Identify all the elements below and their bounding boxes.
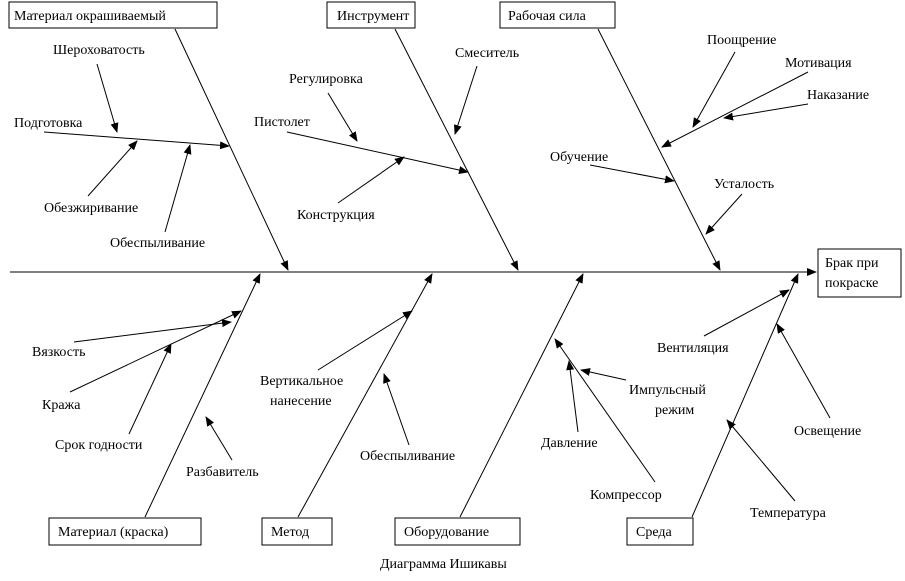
cause-encouragement: Поощрение <box>707 33 776 48</box>
category-box-method <box>261 517 333 546</box>
cause-viscosity: Вязкость <box>32 345 85 360</box>
cause-vertical-line1: Вертикальное <box>260 374 343 389</box>
arrow-temperature <box>726 419 796 502</box>
arrow-mixer <box>453 65 478 135</box>
arrow-ventilation <box>703 289 790 337</box>
cause-thinner: Разбавитель <box>186 465 259 480</box>
bone-tool <box>394 28 519 271</box>
cause-dusting-bottom: Обеспыливание <box>360 449 455 464</box>
arrow-gun <box>286 131 469 174</box>
bone-material-painted <box>174 28 289 271</box>
cause-training: Обучение <box>550 150 608 165</box>
category-label-material-painted: Материал окрашиваемый <box>14 9 166 24</box>
category-label-workforce: Рабочая сила <box>508 9 587 24</box>
category-box-tool <box>326 1 416 29</box>
arrow-fatigue <box>705 193 743 235</box>
cause-adjustment: Регулировка <box>289 72 364 87</box>
arrow-design <box>337 156 405 204</box>
effect-label-line2: покраске <box>825 276 878 291</box>
cause-dusting-top: Обеспыливание <box>110 236 205 251</box>
effect-box <box>817 248 902 298</box>
arrow-compressor <box>554 338 656 483</box>
arrow-lighting <box>776 323 831 419</box>
cause-design: Конструкция <box>297 208 375 223</box>
cause-pulse-line1: Импульсный <box>629 383 706 398</box>
category-label-tool: Инструмент <box>337 9 409 24</box>
category-box-material-painted <box>8 1 218 29</box>
cause-motivation: Мотивация <box>785 56 852 71</box>
arrow-training <box>589 164 675 184</box>
category-label-method: Метод <box>271 525 309 540</box>
cause-pulse-line2: режим <box>655 403 694 418</box>
arrow-adjustment <box>327 92 358 142</box>
cause-lighting: Освещение <box>794 424 861 439</box>
arrow-encouragement <box>692 51 736 128</box>
bone-environment <box>691 273 799 518</box>
bone-material-paint <box>144 273 261 518</box>
cause-theft: Кража <box>42 398 81 413</box>
arrow-theft <box>69 310 242 393</box>
category-box-environment <box>626 517 694 546</box>
arrow-vertical <box>317 310 413 371</box>
arrow-viscosity <box>73 319 232 343</box>
arrow-motivation <box>661 71 809 148</box>
arrow-shelf-life <box>128 343 172 435</box>
cause-gun: Пистолет <box>254 115 310 130</box>
bone-workforce <box>597 28 721 271</box>
category-label-equipment: Оборудование <box>404 525 489 540</box>
arrow-punishment <box>723 103 809 121</box>
category-label-environment: Среда <box>636 525 672 540</box>
arrow-pulse <box>580 368 627 381</box>
arrow-dusting-top <box>164 144 192 233</box>
cause-compressor: Компрессор <box>590 488 662 503</box>
arrow-preparation <box>43 131 230 150</box>
arrow-thinner <box>205 416 233 461</box>
cause-vertical-line2: нанесение <box>270 394 332 409</box>
cause-ventilation: Вентиляция <box>657 341 729 356</box>
arrow-roughness <box>96 63 119 133</box>
cause-preparation: Подготовка <box>14 116 83 131</box>
category-box-workforce <box>499 1 616 29</box>
cause-fatigue: Усталость <box>714 177 774 192</box>
cause-pressure: Давление <box>541 436 598 451</box>
cause-shelf-life: Срок годности <box>55 438 143 453</box>
cause-temperature: Температура <box>750 506 827 521</box>
cause-mixer: Смеситель <box>455 46 519 61</box>
bone-equipment <box>459 273 584 518</box>
arrow-dusting-bottom <box>383 373 410 446</box>
effect-label-line1: Брак при <box>825 256 879 271</box>
category-label-material-paint: Материал (краска) <box>58 525 169 540</box>
arrow-pressure <box>566 360 579 433</box>
diagram-caption: Диаграмма Ишикавы <box>380 557 507 572</box>
arrow-degreasing <box>87 140 138 197</box>
cause-punishment: Наказание <box>807 88 869 103</box>
cause-degreasing: Обезжиривание <box>44 201 138 216</box>
category-box-material-paint <box>48 517 202 546</box>
cause-roughness: Шероховатость <box>53 43 145 58</box>
category-box-equipment <box>394 517 521 546</box>
